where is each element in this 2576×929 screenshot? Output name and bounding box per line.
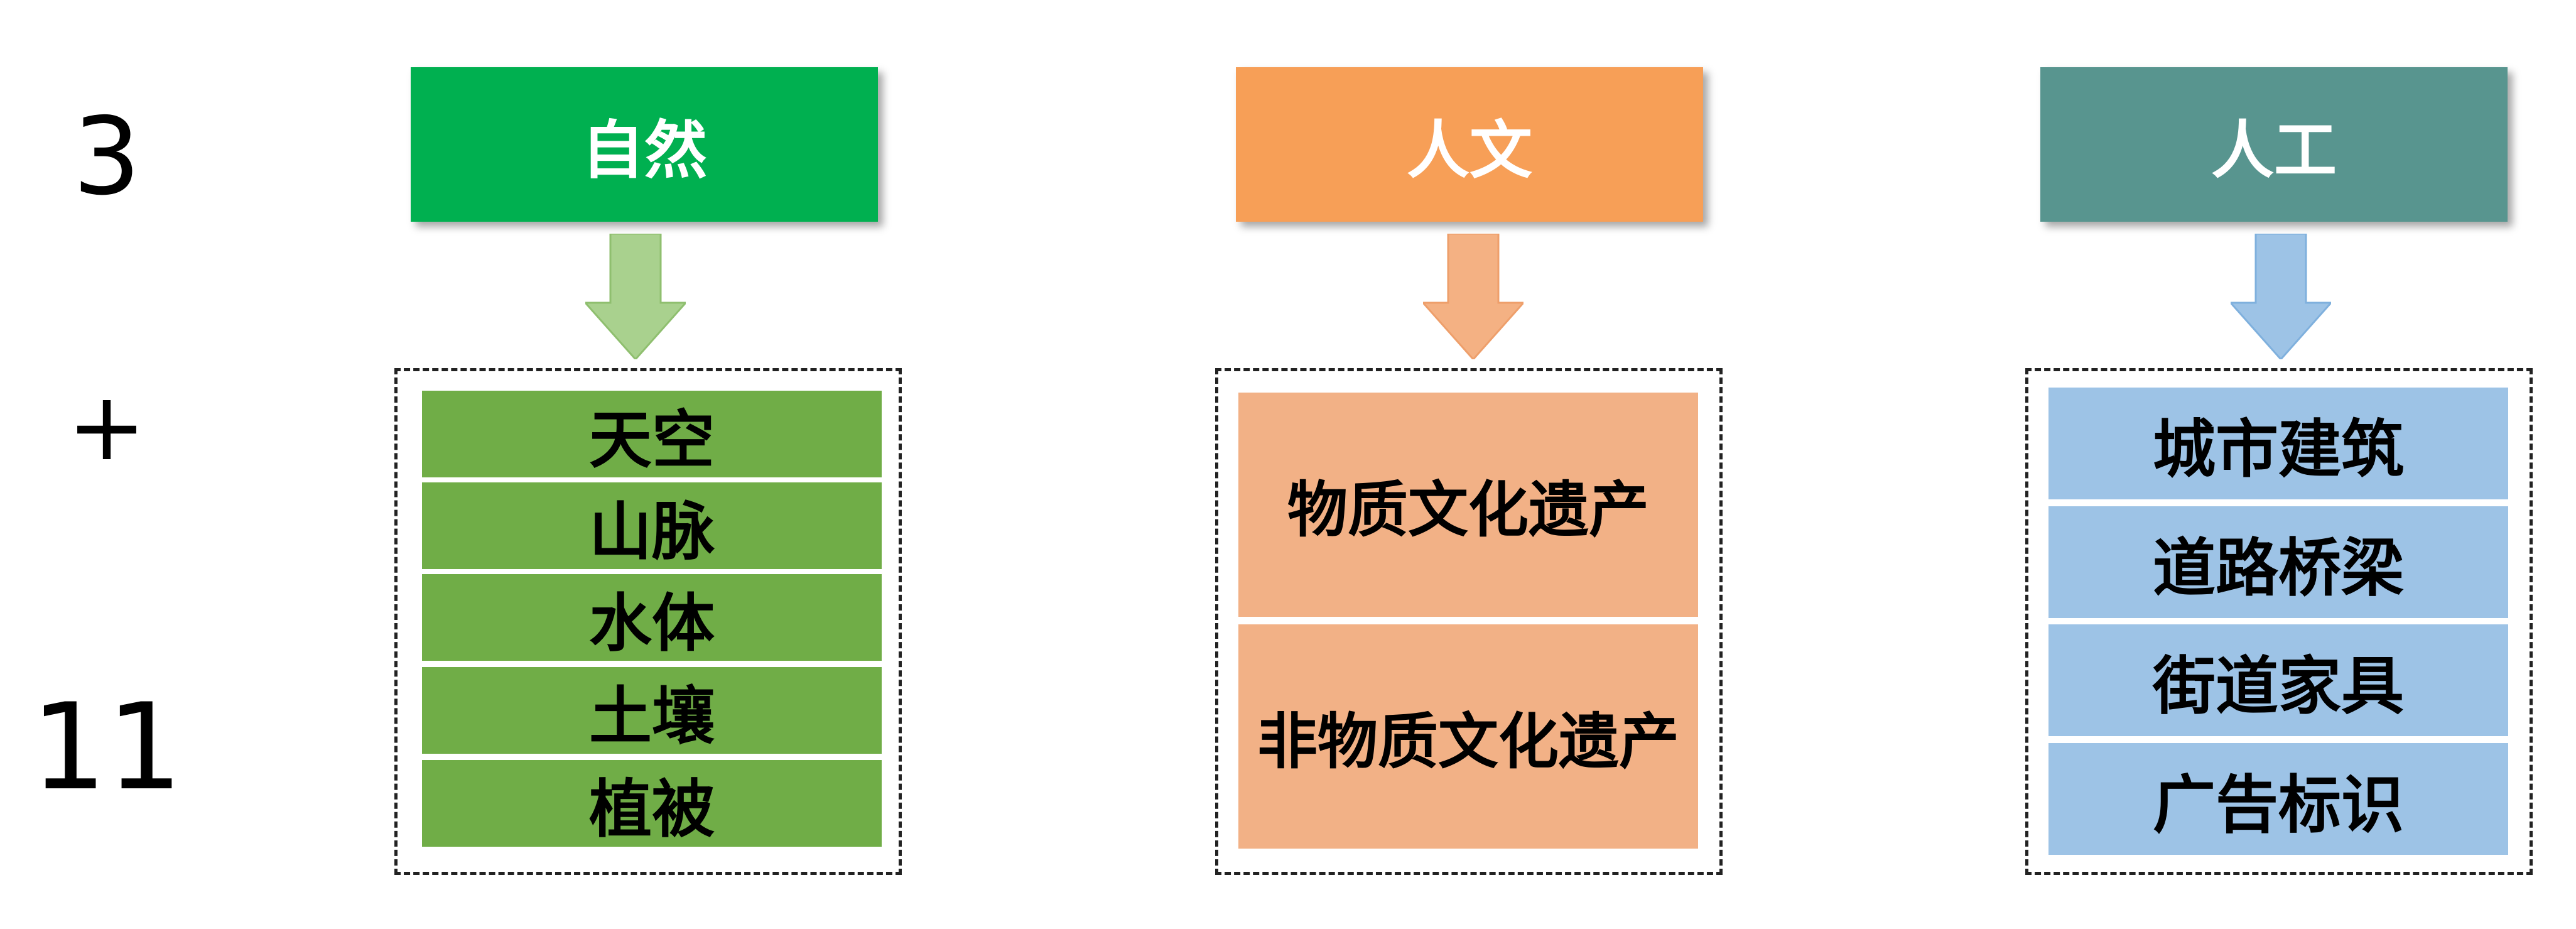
item-soil: 土壤 xyxy=(422,667,882,754)
group-frame-artificial xyxy=(2025,368,2533,875)
item-tangible-heritage: 物质文化遗产 xyxy=(1238,393,1698,617)
item-sky: 天空 xyxy=(422,391,882,477)
header-humanities: 人文 xyxy=(1236,67,1703,222)
item-mountains: 山脉 xyxy=(422,482,882,569)
group-frame-humanities xyxy=(1215,368,1723,875)
count-three: 3 xyxy=(72,95,141,219)
group-frame-nature xyxy=(394,368,902,875)
item-urban-buildings: 城市建筑 xyxy=(2048,388,2508,499)
item-vegetation: 植被 xyxy=(422,760,882,847)
item-intangible-heritage: 非物质文化遗产 xyxy=(1238,624,1698,849)
down-arrow-icon xyxy=(2231,234,2331,359)
down-arrow-icon xyxy=(1423,234,1523,359)
item-water: 水体 xyxy=(422,574,882,661)
header-nature: 自然 xyxy=(411,67,878,222)
plus-sign: + xyxy=(67,372,146,482)
item-roads-bridges: 道路桥梁 xyxy=(2048,506,2508,618)
item-street-furniture: 街道家具 xyxy=(2048,624,2508,736)
header-artificial: 人工 xyxy=(2040,67,2508,222)
down-arrow-icon xyxy=(585,234,686,359)
item-signage: 广告标识 xyxy=(2048,743,2508,855)
count-eleven: 11 xyxy=(31,678,183,817)
